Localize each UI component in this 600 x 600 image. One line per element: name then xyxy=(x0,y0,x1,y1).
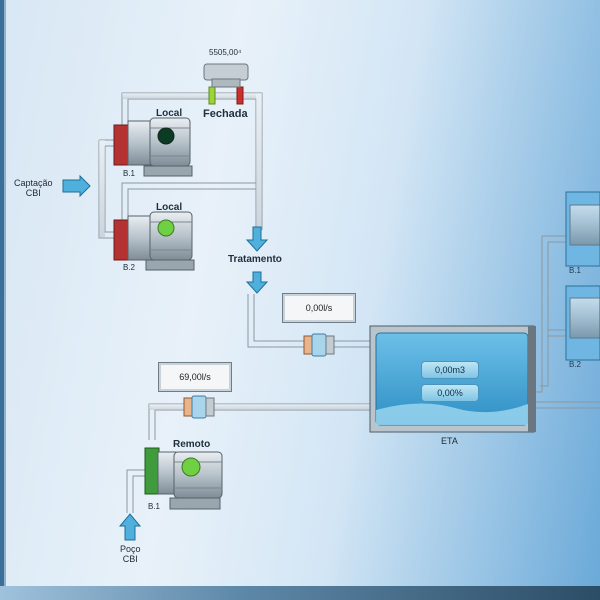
captacao-arrow xyxy=(62,174,91,198)
pump-b2-mode: Local xyxy=(156,202,183,213)
flowmeter-well xyxy=(183,395,215,419)
tratamento-label: Tratamento xyxy=(228,254,282,265)
right-pump-b2-id: B.2 xyxy=(569,360,582,369)
valve-state-label: Fechada xyxy=(203,108,248,120)
poco-label: Poço CBI xyxy=(120,544,141,564)
tratamento-arrow-2 xyxy=(245,271,269,294)
eta-tank xyxy=(369,325,536,433)
eta-level-readout: 0,00% xyxy=(421,384,479,402)
pump-b2-status-indicator xyxy=(157,219,175,237)
pump-b1-status-indicator xyxy=(157,127,175,145)
pump-remote-id: B.1 xyxy=(148,502,161,511)
treatment-flow-readout: 0,00l/s xyxy=(282,293,356,323)
tratamento-arrow-1 xyxy=(245,226,269,252)
pipe-fills xyxy=(99,93,372,410)
eta-label: ETA xyxy=(441,436,458,446)
pump-b2 xyxy=(113,211,195,271)
flowmeter-treatment xyxy=(303,333,335,357)
pump-b2-id: B.2 xyxy=(123,263,136,272)
pump-remote-status-indicator xyxy=(181,457,201,477)
poco-arrow xyxy=(118,513,142,541)
flow-arrows xyxy=(62,174,269,541)
pump-remote-mode: Remoto xyxy=(173,439,211,450)
right-pump-b2 xyxy=(565,285,600,361)
well-flow-readout: 69,00l/s xyxy=(158,362,232,392)
pump-remote xyxy=(144,447,223,510)
eta-volume-readout: 0,00m3 xyxy=(421,361,479,379)
top-counter: 5505,00⁴ xyxy=(209,48,242,57)
pump-b1 xyxy=(113,117,193,177)
pump-b1-id: B.1 xyxy=(123,169,136,178)
captacao-label: Captação CBI xyxy=(14,178,53,198)
hmi-screen xyxy=(4,0,600,586)
pump-b1-mode: Local xyxy=(156,108,183,119)
monitor-bezel-left xyxy=(0,0,4,600)
right-pump-b1 xyxy=(565,191,600,267)
top-valve xyxy=(203,63,249,105)
right-pump-b1-id: B.1 xyxy=(569,266,582,275)
monitor-bezel-bottom xyxy=(0,586,600,600)
